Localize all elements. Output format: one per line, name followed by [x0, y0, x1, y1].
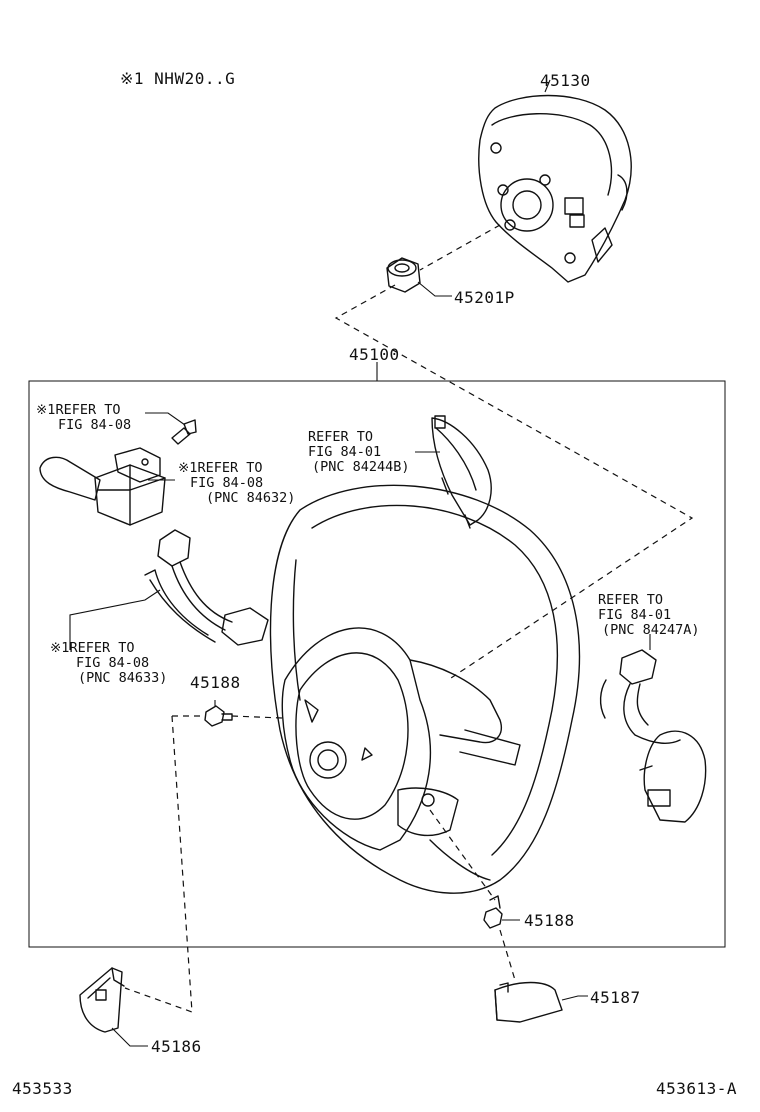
leader-45187 [561, 995, 588, 1001]
ref-84244B-line2: FIG 84-01 [308, 444, 382, 460]
ref-84633-line2: FIG 84-08 [76, 655, 150, 671]
ref-84247A-line3: (PNC 84247A) [602, 622, 700, 638]
part-number-45188-left[interactable]: 45188 [190, 673, 241, 692]
ref-84633-line3: (PNC 84633) [78, 670, 168, 686]
leader-ref-top [145, 412, 186, 426]
ref-84247A-line2: FIG 84-01 [598, 607, 672, 623]
footer-right-code: 453613-A [656, 1079, 738, 1098]
ref-84632-line2: FIG 84-08 [190, 475, 264, 491]
combination-switch [39, 447, 166, 526]
ref-84247A[interactable]: REFER TO FIG 84-01 (PNC 84247A) [598, 593, 700, 638]
dash-nut-wheel [334, 284, 694, 681]
ref-84244B[interactable]: REFER TO FIG 84-01 (PNC 84244B) [308, 430, 410, 475]
footer-left-code: 453533 [12, 1079, 73, 1098]
part-number-45100[interactable]: 45100 [349, 345, 400, 364]
ref-top-left-line2: FIG 84-08 [58, 417, 132, 433]
dash-airbag-nut [419, 224, 501, 271]
leader-45201P [417, 281, 452, 297]
switch-84247A [599, 649, 707, 823]
leader-ref-84633 [69, 589, 161, 650]
part-number-45187[interactable]: 45187 [590, 988, 641, 1007]
model-note: ※1 NHW20..G [120, 69, 236, 88]
part-number-45186[interactable]: 45186 [151, 1037, 202, 1056]
ref-84632-line3: (PNC 84632) [206, 490, 296, 506]
leader-45186 [111, 1027, 148, 1047]
ref-top-left-line1: ※1REFER TO [36, 402, 121, 418]
part-number-45188-right[interactable]: 45188 [524, 911, 575, 930]
cover-45187 [494, 981, 563, 1023]
ref-84247A-line1: REFER TO [598, 592, 664, 608]
screw-top [171, 419, 197, 445]
part-number-45130[interactable]: 45130 [540, 71, 591, 90]
steering-wheel [269, 484, 581, 894]
ref-84244B-line1: REFER TO [308, 429, 374, 445]
switch-84244B [431, 415, 492, 529]
bolt-45188-left [204, 705, 233, 727]
dash-bolt-left [172, 715, 283, 719]
cover-45186 [79, 967, 125, 1033]
bolt-45188-right [483, 895, 503, 929]
ref-84244B-line3: (PNC 84244B) [312, 459, 410, 475]
wire-harness [144, 529, 269, 646]
ref-84632-line1: ※1REFER TO [178, 460, 263, 476]
ref-84633-line1: ※1REFER TO [50, 640, 135, 656]
ref-84632[interactable]: ※1REFER TO FIG 84-08 (PNC 84632) [178, 461, 295, 506]
dash-left-cover [124, 715, 193, 1013]
part-number-45201P[interactable]: 45201P [454, 288, 515, 307]
airbag-module-45130 [478, 94, 632, 283]
leader-45130 [544, 79, 551, 93]
dash-right [429, 809, 516, 981]
ref-top-left[interactable]: ※1REFER TO FIG 84-08 [36, 403, 131, 433]
ref-84633[interactable]: ※1REFER TO FIG 84-08 (PNC 84633) [50, 641, 167, 686]
